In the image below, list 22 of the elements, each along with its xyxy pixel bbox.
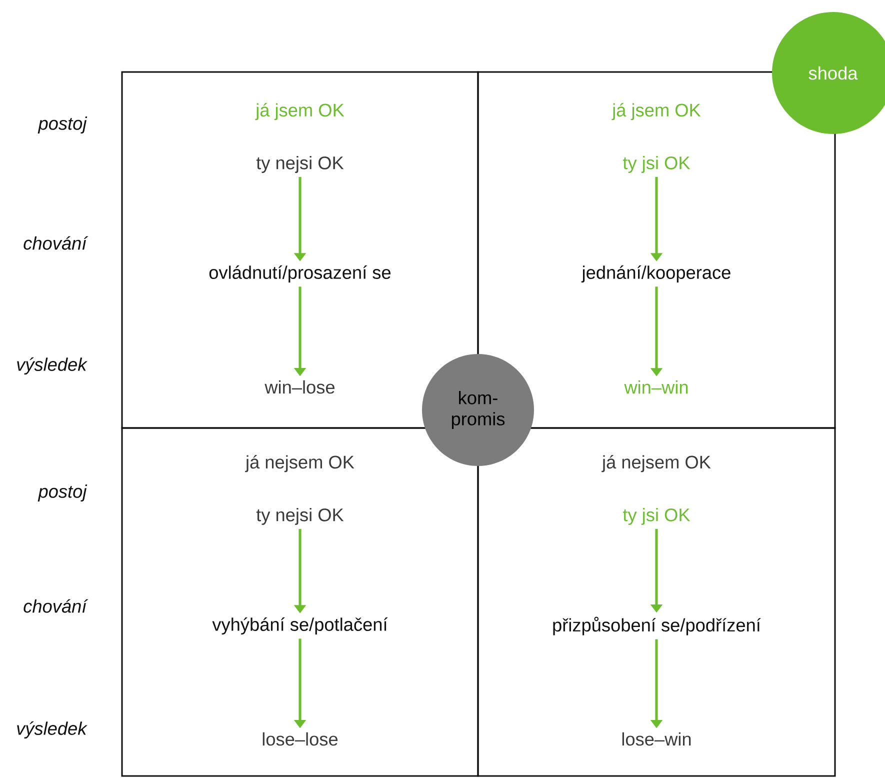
circle-label: kom- promis (422, 354, 534, 466)
quadrant-box (121, 427, 479, 777)
statement-text: já nejsem OK ty jsi OK (602, 455, 711, 525)
text-label: vyhýbání se/potlačení (212, 617, 388, 635)
row-label: chování (24, 599, 88, 613)
quadrant-box (477, 427, 836, 777)
text-label: ovládnutí/prosazení se (209, 265, 391, 283)
statement-text: já nejsem OK ty nejsi OK (245, 455, 354, 525)
text-label: win–lose (264, 380, 335, 394)
row-label: postoj (38, 484, 88, 502)
row-label: chování (24, 236, 88, 250)
text-label: win–win (624, 380, 688, 394)
statement-text: já jsem OK ty nejsi OK (255, 103, 344, 173)
text-label: přizpůsobení se/podřízení (553, 616, 761, 636)
text-label: lose–lose (262, 732, 338, 746)
circle-label: shoda (772, 12, 885, 134)
text-label: lose–win (622, 732, 691, 746)
row-label: výsledek (17, 721, 88, 739)
row-label: postoj (38, 116, 88, 134)
statement-text: já jsem OK ty jsi OK (612, 103, 701, 173)
row-label: výsledek (17, 357, 88, 375)
text-label: jednání/kooperace (581, 265, 730, 283)
